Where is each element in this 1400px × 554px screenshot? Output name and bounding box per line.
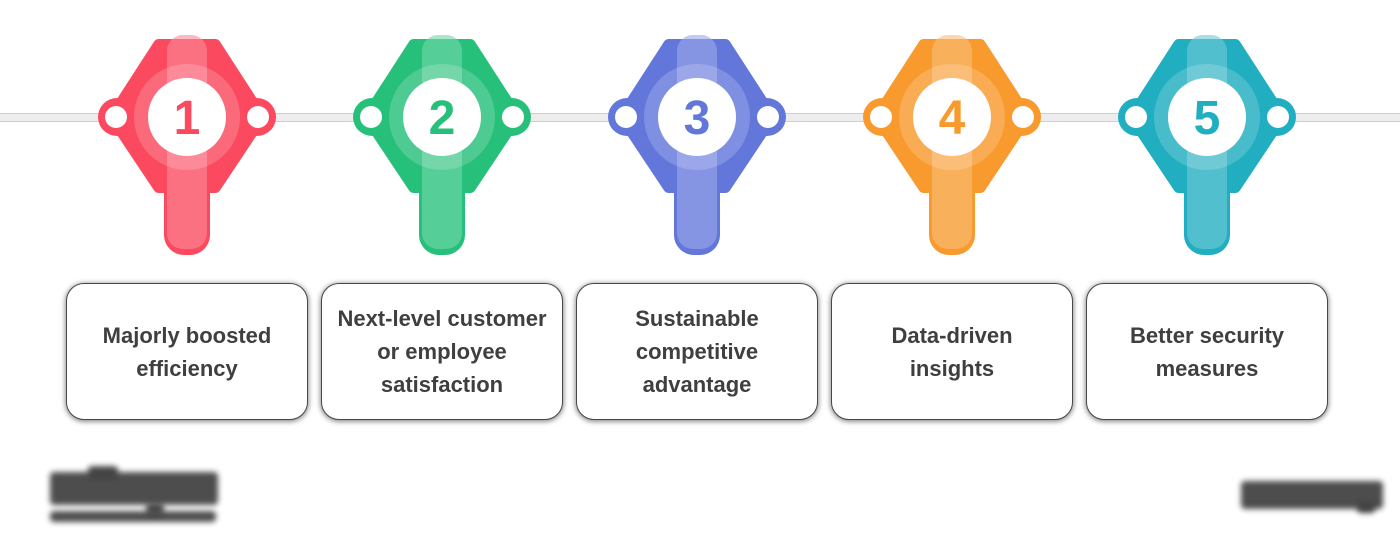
logo-blur-shape bbox=[50, 511, 216, 522]
step-card: Sustainable competitive advantage bbox=[576, 283, 818, 420]
connector-dot-right bbox=[502, 106, 524, 128]
step-marker-icon: 2 bbox=[353, 35, 531, 255]
step-marker-badge: 4 bbox=[863, 33, 1041, 277]
step-marker-icon: 4 bbox=[863, 35, 1041, 255]
connector-dot-right bbox=[757, 106, 779, 128]
connector-dot-left bbox=[870, 106, 892, 128]
step-number: 3 bbox=[684, 92, 711, 145]
step-number: 2 bbox=[429, 92, 456, 145]
step-marker-badge: 2 bbox=[353, 33, 531, 277]
step-label: Data-driven insights bbox=[891, 322, 1013, 381]
step-number: 5 bbox=[1194, 92, 1221, 145]
logo-blur-shape bbox=[146, 503, 164, 515]
step-marker-badge: 5 bbox=[1118, 33, 1296, 277]
connector-dot-right bbox=[247, 106, 269, 128]
step-card: Majorly boosted efficiency bbox=[66, 283, 308, 420]
step-marker-badge: 3 bbox=[608, 33, 786, 277]
step-label: Majorly boosted efficiency bbox=[102, 322, 272, 381]
step-marker-icon: 5 bbox=[1118, 35, 1296, 255]
connector-dot-left bbox=[615, 106, 637, 128]
step-number: 1 bbox=[174, 92, 201, 145]
bottom-right-logo-blurred-wordmark-icon bbox=[1241, 479, 1391, 519]
bottom-left-logo-blurred-wordmark-icon bbox=[50, 465, 230, 525]
step-marker-badge: 1 bbox=[98, 33, 276, 277]
connector-dot-left bbox=[1125, 106, 1147, 128]
step-card: Data-driven insights bbox=[831, 283, 1073, 420]
logo-blur-shape bbox=[1357, 503, 1375, 513]
step-marker-icon: 3 bbox=[608, 35, 786, 255]
step-label: Sustainable competitive advantage bbox=[635, 306, 759, 397]
logo-blur-shape bbox=[50, 472, 218, 505]
connector-dot-left bbox=[360, 106, 382, 128]
step-card: Next-level customer or employee satisfac… bbox=[321, 283, 563, 420]
connector-dot-right bbox=[1267, 106, 1289, 128]
step-marker-icon: 1 bbox=[98, 35, 276, 255]
connector-dot-right bbox=[1012, 106, 1034, 128]
step-label: Next-level customer or employee satisfac… bbox=[337, 306, 547, 397]
connector-dot-left bbox=[105, 106, 127, 128]
step-number: 4 bbox=[939, 92, 966, 145]
logo-blur-shape bbox=[88, 466, 118, 478]
step-label: Better security measures bbox=[1129, 322, 1285, 381]
step-card: Better security measures bbox=[1086, 283, 1328, 420]
